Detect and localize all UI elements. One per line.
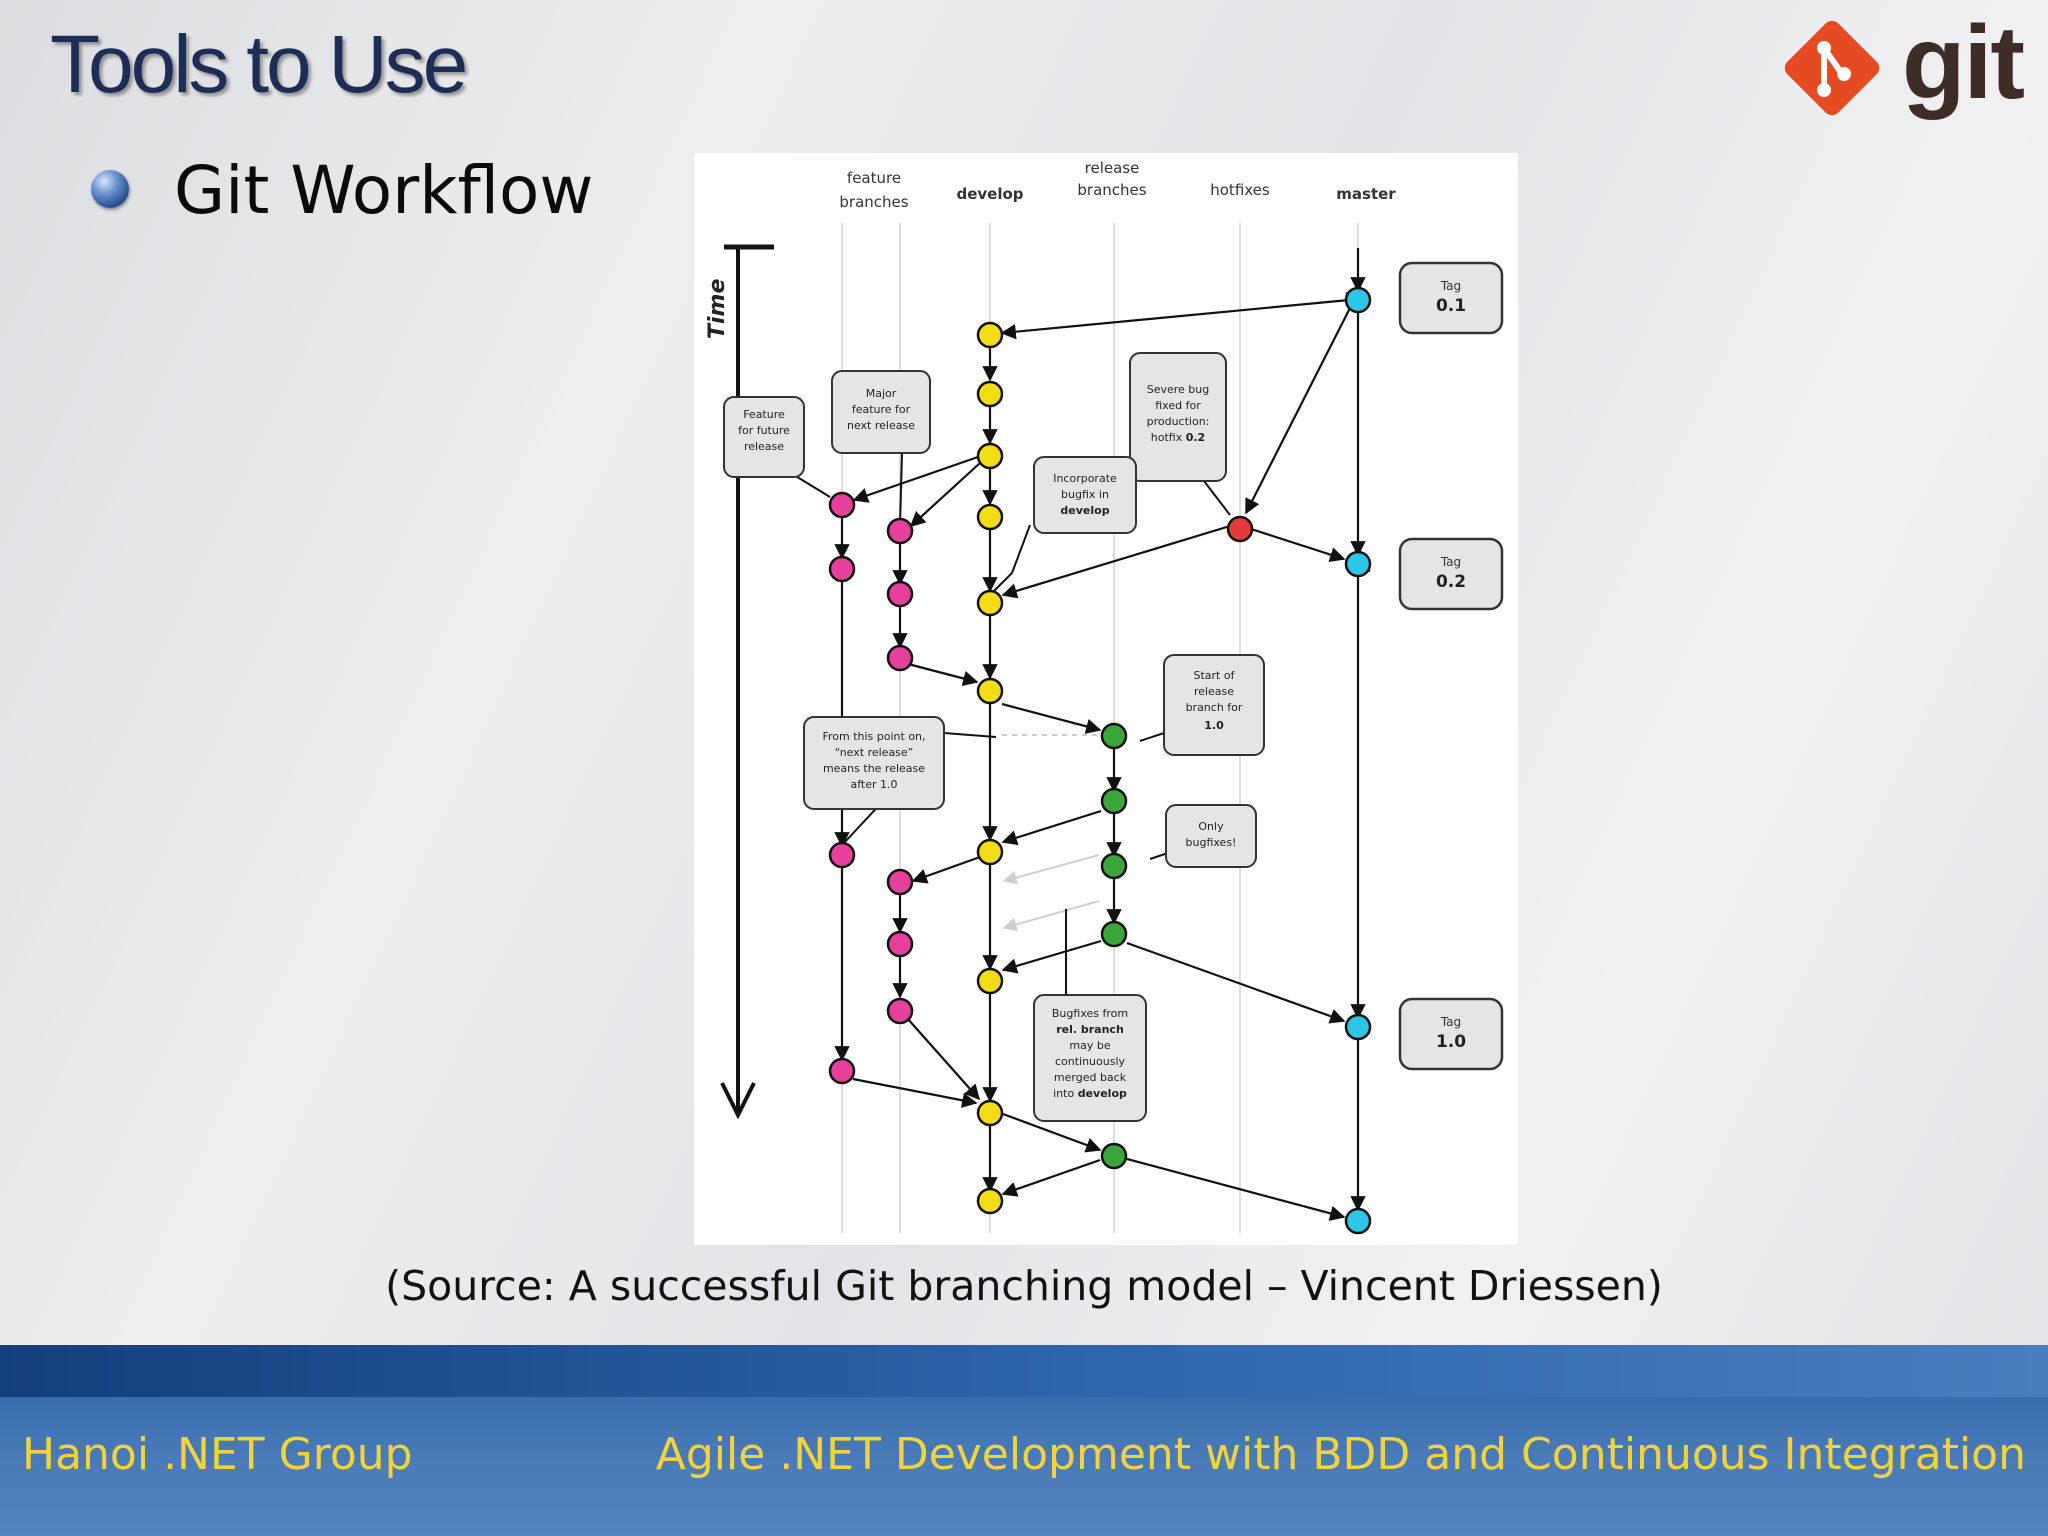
commit-release — [1100, 1142, 1128, 1170]
svg-text:branch for: branch for — [1186, 701, 1243, 714]
lane-label-feature-1: feature — [847, 169, 901, 187]
svg-text:release: release — [1194, 685, 1234, 698]
commit-develop — [976, 503, 1004, 531]
time-label: Time — [705, 279, 730, 339]
time-axis — [720, 244, 774, 1120]
commit-feature — [886, 868, 914, 896]
svg-text:Start of: Start of — [1194, 669, 1236, 682]
commit-release — [1100, 722, 1128, 750]
commit-feature — [828, 491, 856, 519]
svg-text:next release: next release — [847, 419, 915, 432]
svg-text:Incorporate: Incorporate — [1053, 472, 1117, 485]
note-from-this-point: From this point on, “next release” means… — [803, 716, 945, 810]
svg-text:production:: production: — [1147, 415, 1210, 428]
tag-0-1: Tag 0.1 — [1398, 261, 1504, 335]
source-caption: (Source: A successful Git branching mode… — [385, 1262, 1663, 1310]
svg-text:merged back: merged back — [1054, 1071, 1127, 1084]
svg-text:Tag: Tag — [1440, 1015, 1461, 1029]
bullet-dot-icon — [91, 170, 129, 208]
commit-release — [1100, 787, 1128, 815]
note-bugfixes-from: Bugfixes from rel. branch may be continu… — [1033, 994, 1147, 1122]
commit-develop — [976, 589, 1004, 617]
commit-hotfix — [1226, 515, 1254, 543]
lane-label-release-1: release — [1085, 159, 1140, 177]
commit-develop — [976, 442, 1004, 470]
lane-label-release-2: branches — [1077, 181, 1146, 199]
svg-text:hotfix 0.2: hotfix 0.2 — [1151, 431, 1205, 444]
tag-1-0: Tag 1.0 — [1398, 997, 1504, 1071]
svg-text:From this point on,: From this point on, — [822, 730, 925, 743]
commit-feature — [886, 930, 914, 958]
svg-text:continuously: continuously — [1055, 1055, 1126, 1068]
commit-feature — [828, 555, 856, 583]
svg-text:may be: may be — [1069, 1039, 1110, 1052]
commit-develop — [976, 967, 1004, 995]
lane-label-feature-2: branches — [839, 193, 908, 211]
note-start-release: Start of release branch for 1.0 — [1163, 654, 1265, 756]
lane-label-master: master — [1336, 185, 1396, 203]
commit-feature — [886, 580, 914, 608]
svg-text:means the release: means the release — [823, 762, 925, 775]
bullet-git-workflow: Git Workflow — [174, 152, 594, 229]
svg-text:into develop: into develop — [1053, 1087, 1127, 1100]
commit-develop — [976, 677, 1004, 705]
commit-develop — [976, 838, 1004, 866]
commit-feature — [886, 644, 914, 672]
svg-text:0.1: 0.1 — [1436, 296, 1466, 316]
svg-text:Major: Major — [866, 387, 897, 400]
svg-text:for future: for future — [738, 424, 790, 437]
git-workflow-diagram: feature branches develop release branche… — [694, 153, 1518, 1245]
svg-text:bugfix in: bugfix in — [1061, 488, 1109, 501]
svg-text:after 1.0: after 1.0 — [850, 778, 897, 791]
svg-text:feature for: feature for — [852, 403, 911, 416]
commit-feature — [886, 997, 914, 1025]
svg-text:0.2: 0.2 — [1436, 572, 1466, 592]
svg-text:fixed for: fixed for — [1155, 399, 1201, 412]
commit-release — [1100, 852, 1128, 880]
commit-master — [1344, 1207, 1372, 1235]
footer-presentation-title: Agile .NET Development with BDD and Cont… — [655, 1429, 2026, 1480]
note-feature-future: Feature for future release — [723, 396, 805, 478]
svg-text:release: release — [744, 440, 784, 453]
lane-label-develop: develop — [956, 185, 1023, 203]
svg-text:“next release”: “next release” — [835, 746, 914, 759]
svg-text:Tag: Tag — [1440, 279, 1461, 293]
commit-master — [1344, 550, 1372, 578]
commit-nodes — [828, 286, 1372, 1235]
svg-text:Only: Only — [1198, 820, 1224, 833]
svg-text:bugfixes!: bugfixes! — [1186, 836, 1237, 849]
git-logo-icon — [1784, 20, 1880, 116]
footer-group-name: Hanoi .NET Group — [22, 1429, 413, 1480]
commit-develop — [976, 380, 1004, 408]
note-incorporate: Incorporate bugfix in develop — [1033, 456, 1137, 534]
footer-bar: Hanoi .NET Group Agile .NET Development … — [0, 1345, 2048, 1536]
commit-feature — [828, 841, 856, 869]
svg-text:develop: develop — [1060, 504, 1109, 517]
commit-release — [1100, 920, 1128, 948]
commit-develop — [976, 1099, 1004, 1127]
slide-title: Tools to Use — [50, 19, 468, 110]
commit-feature — [828, 1057, 856, 1085]
svg-text:Feature: Feature — [743, 408, 785, 421]
svg-text:1.0: 1.0 — [1436, 1032, 1466, 1052]
footer-band — [0, 1345, 2048, 1397]
svg-text:rel. branch: rel. branch — [1056, 1023, 1124, 1036]
svg-text:Bugfixes from: Bugfixes from — [1052, 1007, 1128, 1020]
tag-0-2: Tag 0.2 — [1398, 537, 1504, 611]
commit-develop — [976, 1187, 1004, 1215]
svg-text:1.0: 1.0 — [1204, 719, 1224, 732]
git-logo-text: git — [1902, 5, 2025, 121]
commit-master — [1344, 286, 1372, 314]
note-major-feature: Major feature for next release — [831, 370, 931, 454]
commit-feature — [886, 517, 914, 545]
svg-text:Severe bug: Severe bug — [1147, 383, 1210, 396]
commit-develop — [976, 321, 1004, 349]
commit-master — [1344, 1013, 1372, 1041]
note-only-bugfixes: Only bugfixes! — [1165, 804, 1257, 868]
note-severe-bug: Severe bug fixed for production: hotfix … — [1129, 352, 1227, 482]
svg-text:Tag: Tag — [1440, 555, 1461, 569]
lane-label-hotfixes: hotfixes — [1210, 181, 1270, 199]
